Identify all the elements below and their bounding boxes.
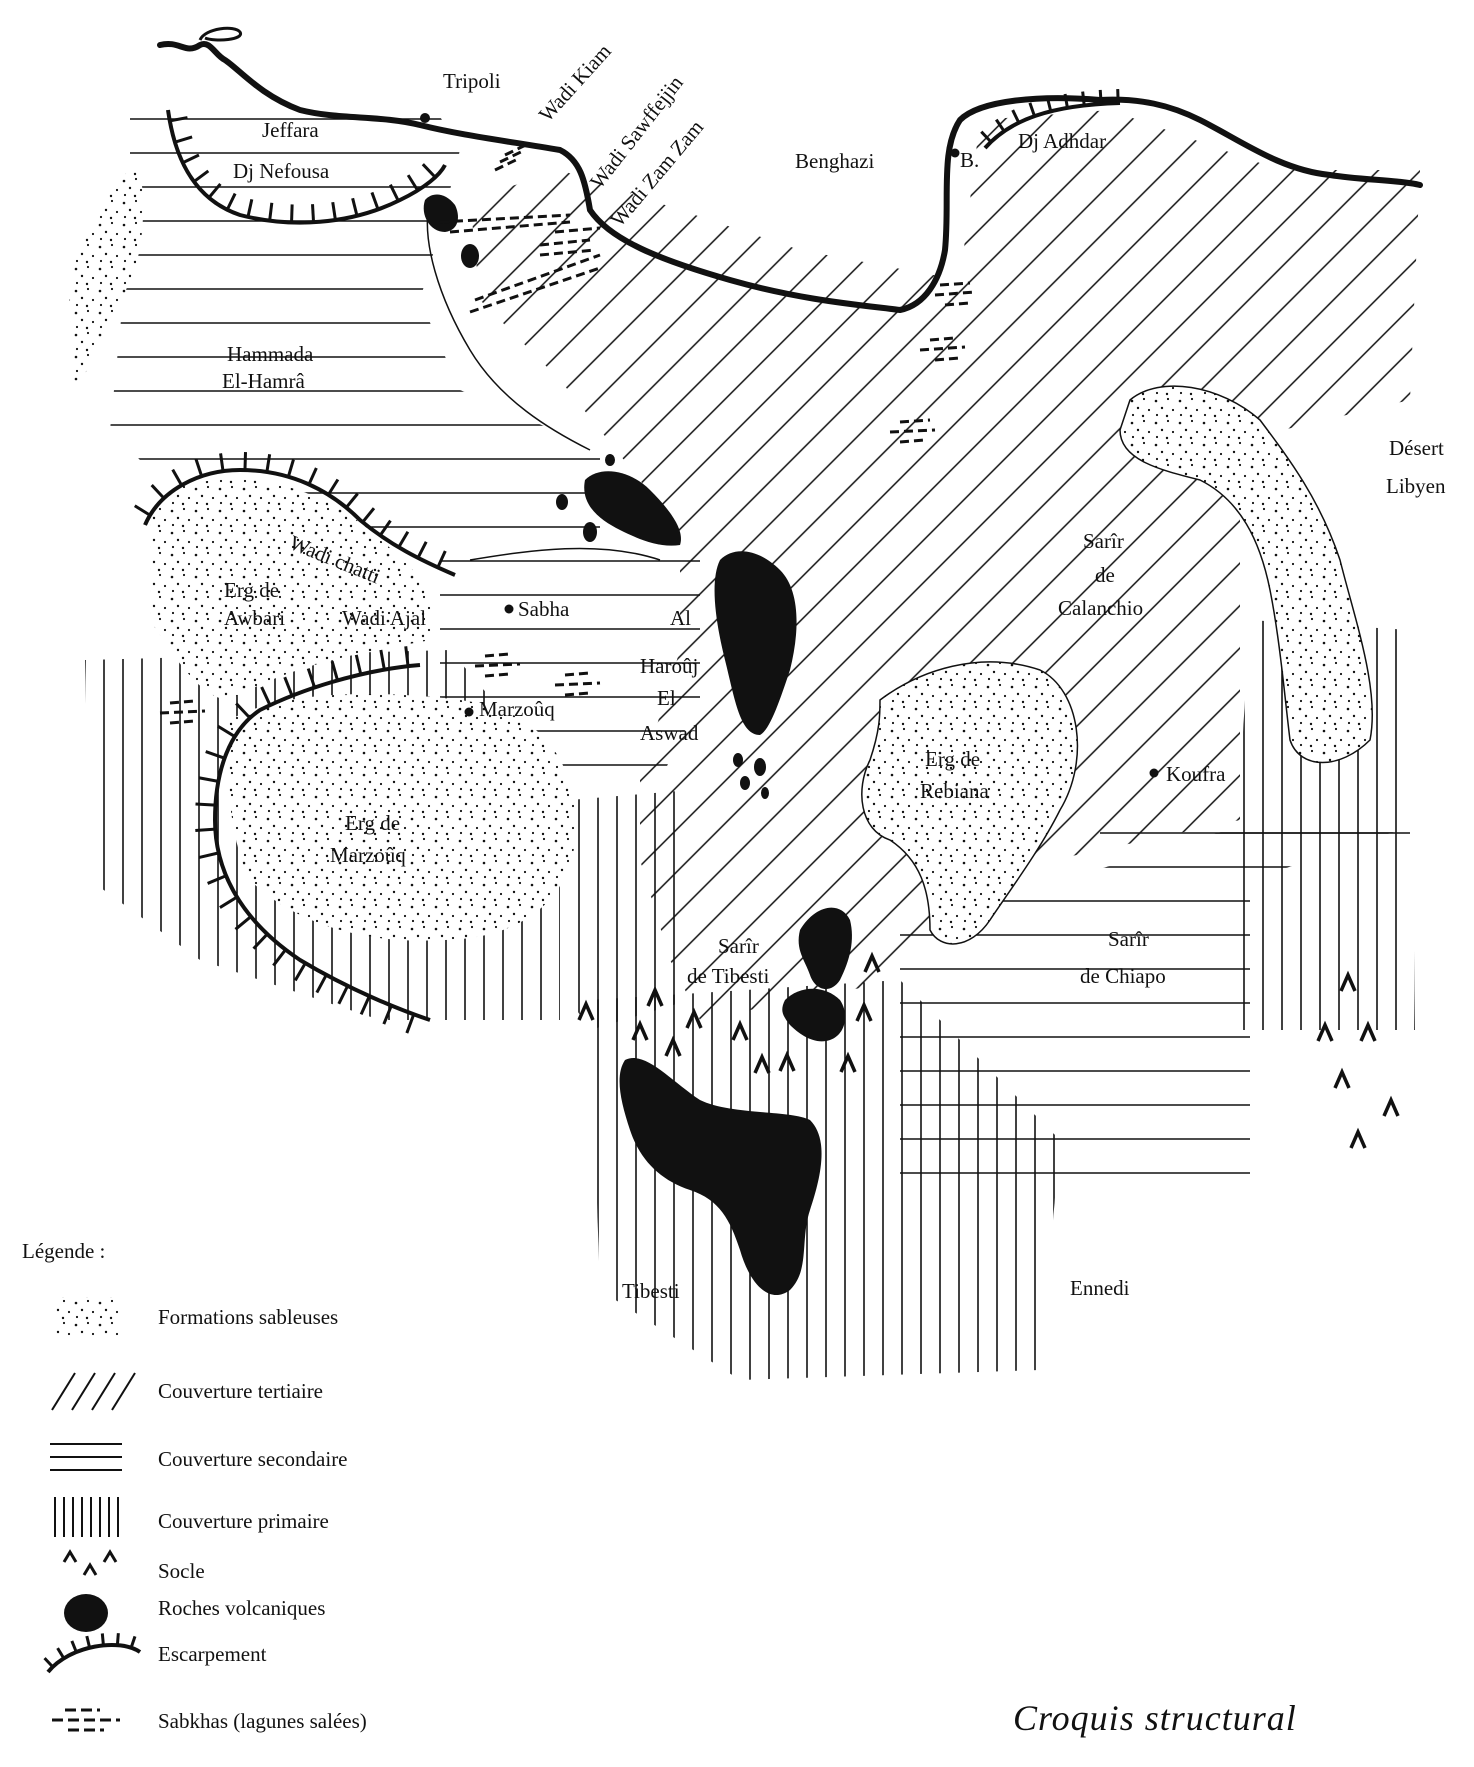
label-sabha: Sabha (518, 597, 570, 621)
label-el-hamra: El-Hamrâ (222, 369, 305, 393)
legend-label-socle: Socle (158, 1559, 205, 1583)
wadi-chatti-line (469, 547, 661, 561)
label-de-tibesti: de Tibesti (687, 964, 769, 988)
coastline-loop (198, 26, 242, 42)
label-koufra: Koufra (1166, 762, 1226, 786)
legend-label-secondary: Couverture secondaire (158, 1447, 348, 1471)
legend-heading: Légende : (22, 1239, 105, 1263)
legend-label-sand: Formations sableuses (158, 1305, 338, 1329)
label-benghazi: Benghazi (795, 149, 874, 173)
label-de-calanchio: de (1095, 563, 1115, 587)
wadi-line (426, 199, 591, 451)
label-marzouq-erg: Marzoûq (330, 843, 406, 867)
label-calanchio: Calanchio (1058, 596, 1143, 620)
tripoli-dot (420, 113, 430, 123)
label-b: B. (960, 148, 979, 172)
label-jeffara: Jeffara (262, 118, 319, 142)
mediterranean-coastline (157, 40, 1423, 313)
sand-formations (69, 165, 1374, 945)
label-marzouq: Marzoûq (479, 697, 555, 721)
label-rebiana: Rebiana (920, 779, 989, 803)
label-sarir-chiapo: Sarîr (1108, 927, 1149, 951)
legend-label-sabkha: Sabkhas (lagunes salées) (158, 1709, 367, 1733)
legend-label-primary: Couverture primaire (158, 1509, 329, 1533)
label-al: Al (670, 606, 691, 630)
escarpments (133, 89, 1121, 1034)
diagonal-hatch-icon (51, 1372, 136, 1411)
label-sarir-tibesti: Sarîr (718, 934, 759, 958)
label-tibesti: Tibesti (622, 1279, 680, 1303)
caret-marks-icon (62, 1549, 118, 1576)
label-tripoli: Tripoli (443, 69, 501, 93)
legend: Légende : Formations sableuses Couvertur… (22, 1239, 367, 1733)
label-hammada: Hammada (227, 342, 314, 366)
tertiary-cover-areas (470, 110, 1420, 1020)
sabkhas (159, 141, 976, 725)
volcanic-rocks (423, 194, 852, 1296)
black-blob-icon (64, 1594, 108, 1632)
legend-label-tertiary: Couverture tertiaire (158, 1379, 323, 1403)
label-dj-adhdar: Dj Adhdar (1018, 129, 1106, 153)
label-ennedi: Ennedi (1070, 1276, 1130, 1300)
label-harouj: Haroûj (640, 654, 698, 678)
label-wadi-ajal: Wadi Ajal (342, 606, 426, 630)
sabha-dot (504, 604, 514, 614)
label-el: El (657, 686, 676, 710)
label-erg-de-awbari: Erg de (224, 578, 279, 602)
basement-socle-marks (577, 951, 1400, 1149)
label-desert: Désert (1389, 436, 1444, 460)
label-dj-nefousa: Dj Nefousa (233, 159, 330, 183)
horizontal-hatch-icon (50, 1443, 122, 1471)
label-sarir-calanchio: Sarîr (1083, 529, 1124, 553)
town-markers (420, 113, 1159, 778)
marzouq-dot (464, 707, 474, 717)
benghazi-dot (950, 148, 960, 158)
label-aswad: Aswad (640, 721, 699, 745)
label-libyen: Libyen (1386, 474, 1446, 498)
sand-dots-icon (55, 1297, 120, 1337)
legend-label-volcanic: Roches volcaniques (158, 1596, 325, 1620)
hachured-line-icon (43, 1633, 142, 1674)
label-wadi-kiam: Wadi Kiam (534, 39, 616, 126)
label-erg-de-marzouq: Erg de (345, 811, 400, 835)
label-wadi-sawffejjin: Wadi Sawffejjin (585, 71, 688, 193)
label-erg-de-rebiana: Erg de (925, 747, 980, 771)
label-de-chiapo: de Chiapo (1080, 964, 1166, 988)
dashed-lines-icon (52, 1708, 120, 1732)
map-title: Croquis structural (1013, 1698, 1297, 1738)
legend-label-escarpment: Escarpement (158, 1642, 267, 1666)
label-awbari: Awbari (224, 606, 285, 630)
vertical-hatch-icon (54, 1497, 119, 1537)
koufra-dot (1149, 768, 1159, 778)
